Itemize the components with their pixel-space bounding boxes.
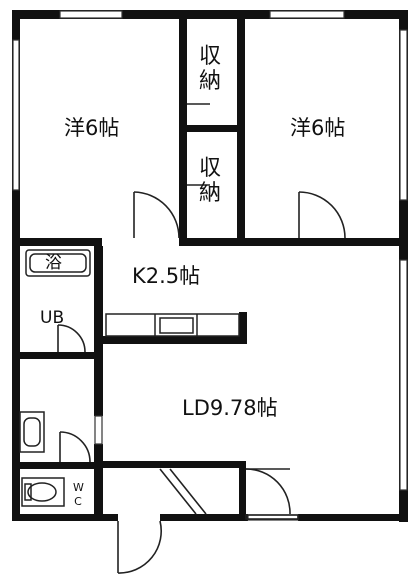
room-label-western-left: 洋6帖: [64, 116, 120, 140]
room-label-toilet: W C: [73, 481, 84, 509]
door-swing-right-bedroom: [298, 191, 346, 239]
door-swing-ld: [245, 468, 291, 515]
room-label-kitchen: K2.5帖: [132, 264, 201, 288]
bathtub-fixture: [25, 249, 91, 277]
toilet-fixture: [21, 477, 65, 507]
windows: [12, 10, 408, 521]
door-swing-ub: [57, 324, 86, 353]
kitchen-counter: [105, 313, 240, 337]
door-swing-entrance: [117, 520, 163, 574]
fixtures: [19, 249, 240, 507]
room-label-storage-top: 収納: [198, 44, 221, 95]
room-label-storage-bottom: 収納: [198, 156, 221, 207]
room-label-western-right: 洋6帖: [290, 116, 346, 140]
doors: [57, 103, 346, 574]
washbasin-fixture: [19, 411, 45, 453]
room-label-bath: 浴: [45, 253, 62, 273]
door-swing-wash: [59, 431, 91, 463]
room-label-unit-bath: UB: [40, 308, 65, 328]
room-label-living-dining: LD9.78帖: [182, 396, 278, 420]
door-swing-left-bedroom: [133, 191, 180, 239]
